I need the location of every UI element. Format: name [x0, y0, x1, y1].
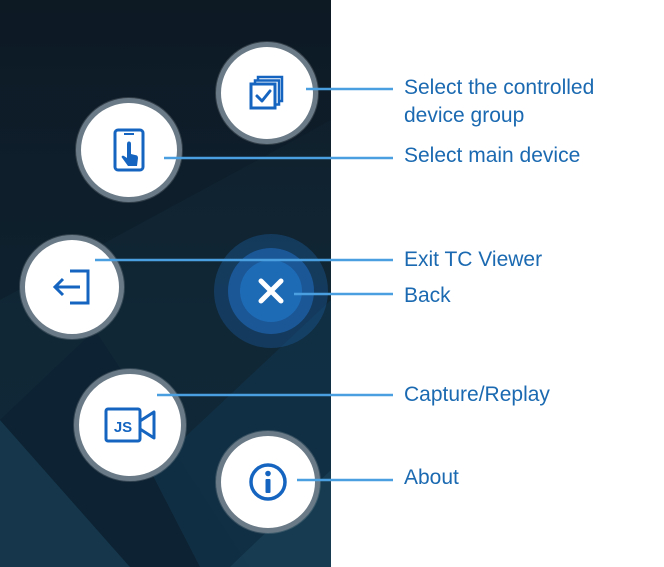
info-icon	[249, 463, 287, 501]
exit-tc-viewer-button[interactable]	[20, 235, 124, 339]
callout-select-main-device: Select main device	[404, 144, 581, 167]
callout-select-device-group-line1: Select the controlled	[404, 76, 595, 99]
back-button[interactable]	[240, 260, 302, 322]
callout-back: Back	[404, 284, 451, 307]
select-main-device-button[interactable]	[76, 98, 182, 202]
stacked-windows-check-icon	[249, 75, 284, 110]
js-icon-text: JS	[114, 419, 132, 436]
js-video-camera-icon: JS	[104, 407, 156, 443]
about-button[interactable]	[216, 431, 320, 533]
capture-replay-button[interactable]: JS	[74, 369, 186, 481]
callout-capture-replay: Capture/Replay	[404, 383, 550, 406]
callout-about: About	[404, 466, 459, 489]
phone-touch-icon	[113, 128, 145, 172]
close-x-icon	[258, 278, 284, 304]
callout-exit-tc-viewer: Exit TC Viewer	[404, 248, 543, 271]
callout-select-device-group-line2: device group	[404, 104, 525, 127]
select-device-group-button[interactable]	[216, 42, 318, 144]
floating-menu-panel: JS	[0, 0, 331, 567]
callout-select-device-group: Select the controlled device group	[404, 74, 594, 130]
exit-arrow-icon	[52, 269, 90, 305]
